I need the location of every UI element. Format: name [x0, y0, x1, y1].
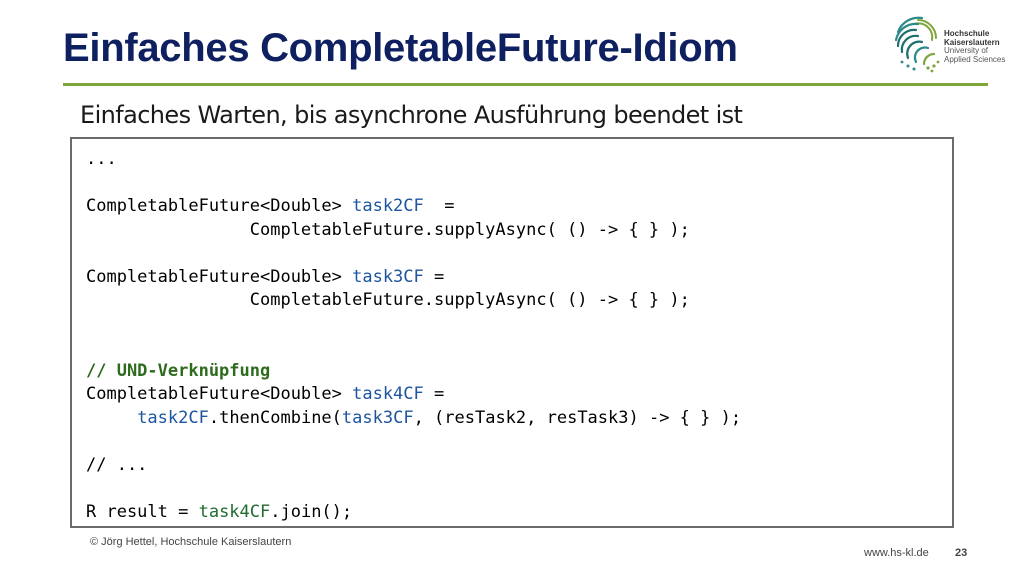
code-line-blank: [86, 242, 741, 266]
code-line-3: CompletableFuture.supplyAsync( () -> { }…: [86, 219, 690, 240]
code-line-blank: [86, 336, 741, 360]
code-operator: =: [423, 266, 445, 287]
code-identifier: task2CF: [137, 407, 209, 428]
code-operator: =: [423, 196, 455, 216]
code-type: CompletableFuture<Double>: [86, 196, 353, 216]
code-line-5: CompletableFuture.supplyAsync( () -> { }…: [86, 290, 690, 310]
footer-copyright: © Jörg Hettel, Hochschule Kaiserslautern: [90, 536, 292, 548]
code-identifier: task4CF: [352, 384, 424, 404]
code-line-blank: [86, 477, 741, 501]
page-number: 23: [955, 547, 968, 559]
code-statement: R result =: [86, 501, 199, 522]
code-identifier: task4CF: [198, 501, 271, 522]
code-identifier: task3CF: [341, 407, 414, 428]
code-line-2: CompletableFuture<Double> task2CF =: [86, 195, 741, 219]
code-comment: // UND-Verknüpfung: [86, 360, 271, 381]
code-line-9: // ...: [86, 454, 148, 475]
university-logo: Hochschule Kaiserslautern University of …: [888, 12, 1005, 74]
title-divider: [63, 83, 988, 86]
code-args: , (resTask2, resTask3) -> { } );: [413, 407, 742, 428]
code-line-blank: [86, 172, 741, 196]
code-line-blank: [86, 430, 741, 454]
logo-line-3: University of: [944, 46, 989, 56]
slide-subtitle: Einfaches Warten, bis asynchrone Ausführ…: [80, 101, 743, 129]
code-type: CompletableFuture<Double>: [86, 384, 353, 404]
logo-line-2: Kaiserslautern: [944, 37, 1000, 47]
footer-url: www.hs-kl.de: [864, 547, 929, 559]
code-indent: [86, 408, 137, 428]
code-identifier: task2CF: [352, 196, 424, 216]
code-type: CompletableFuture<Double>: [86, 266, 353, 287]
code-identifier: task3CF: [352, 266, 424, 287]
hochschule-logo-icon: [894, 16, 940, 73]
slide-title: Einfaches CompletableFuture-Idiom: [63, 26, 738, 70]
code-method: .join();: [270, 501, 353, 522]
code-line-10: R result = task4CF.join();: [86, 501, 741, 525]
code-line-blank: [86, 313, 741, 337]
code-line-1: ...: [86, 149, 117, 169]
logo-wordmark: Hochschule Kaiserslautern University of …: [944, 29, 1006, 64]
code-listing: ... CompletableFuture<Double> task2CF = C…: [86, 148, 741, 524]
code-method: .thenCombine(: [208, 407, 342, 428]
code-block: ... CompletableFuture<Double> task2CF = C…: [70, 137, 954, 528]
logo-line-1: Hochschule: [944, 29, 990, 38]
code-line-7: CompletableFuture<Double> task4CF =: [86, 383, 741, 407]
code-line-4: CompletableFuture<Double> task3CF =: [86, 266, 741, 290]
code-line-8: task2CF.thenCombine(task3CF, (resTask2, …: [86, 407, 741, 431]
code-operator: =: [423, 384, 445, 404]
logo-line-4: Applied Sciences: [944, 54, 1006, 64]
